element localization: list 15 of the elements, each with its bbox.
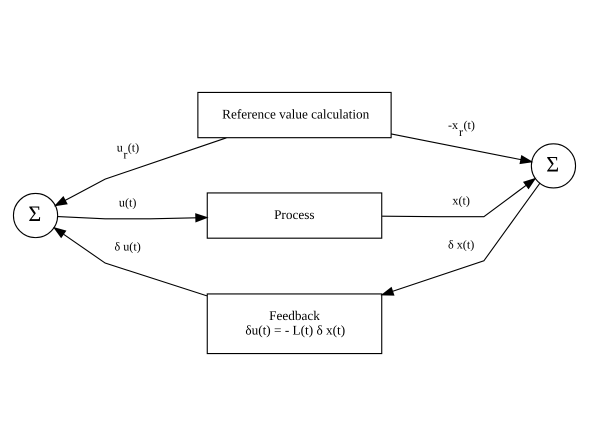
node-circle: Σ — [12, 192, 58, 238]
edge-label: δ x(t) — [448, 236, 474, 251]
arrow — [382, 177, 536, 217]
node-box: Process — [206, 192, 382, 238]
edge-label: u(t) — [118, 194, 136, 209]
edge-label: x(t) — [452, 192, 470, 207]
arrow — [54, 136, 227, 206]
node-box: Feedback δu(t) = - L(t) δ x(t) — [206, 292, 382, 354]
node-circle: Σ — [530, 142, 576, 188]
edge-label: δ u(t) — [114, 239, 141, 254]
arrow — [58, 212, 209, 222]
node-box: Reference value calculation — [197, 91, 392, 138]
arrow — [380, 182, 540, 296]
arrow — [52, 226, 208, 296]
arrow — [391, 132, 534, 164]
